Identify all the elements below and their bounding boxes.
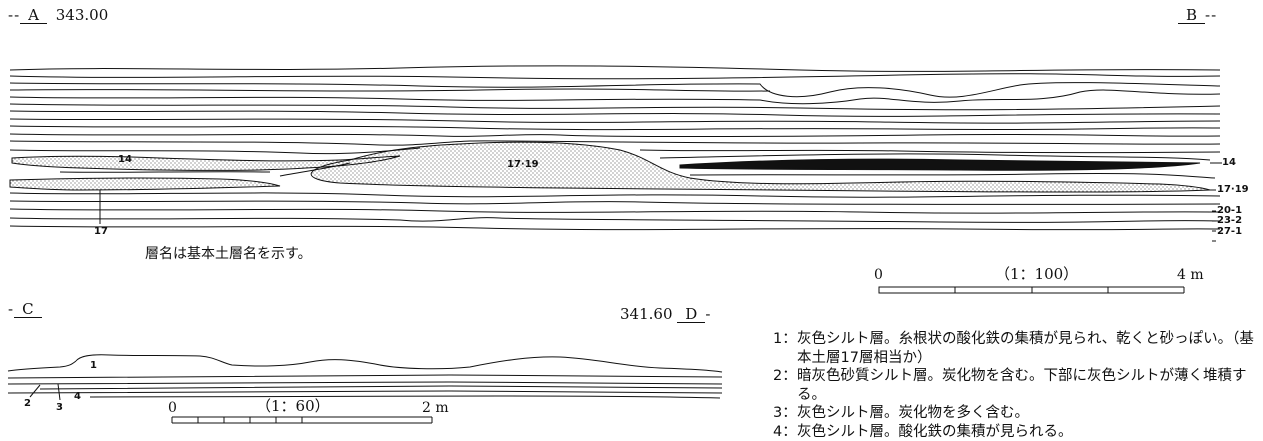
ab-layer-line <box>9 88 771 92</box>
label-c: -C <box>8 300 42 318</box>
cd-scale-zero: 0 <box>168 400 177 416</box>
ab-layer-line <box>9 65 1221 72</box>
cd-layer-line <box>7 390 723 394</box>
ab-layer-line <box>9 140 1221 146</box>
layer-label-17: 17 <box>94 226 108 237</box>
ab-layer-14-right <box>679 158 1201 171</box>
ab-layer-line <box>9 73 1221 80</box>
ab-layer-line <box>9 200 1221 205</box>
ab-layer-line <box>9 110 1221 117</box>
legend-text: 灰色シルト層。酸化鉄の集積が見られる。 <box>797 423 1073 440</box>
ab-layer-line <box>9 118 1221 124</box>
legend-text: 暗灰色砂質シルト層。炭化物を含む。下部に灰色シルトが薄く堆積する。 <box>797 368 1247 403</box>
cd-layer-line <box>39 385 723 390</box>
layer-label-23-2: 23-2 <box>1217 215 1243 226</box>
cd-scale-bar <box>171 416 433 424</box>
cd-scale-end: 2 m <box>422 400 449 416</box>
ab-layer-line <box>9 208 1221 214</box>
ab-scale-zero: 0 <box>874 267 883 283</box>
ab-layer-line <box>9 133 1221 137</box>
ab-scale-bar <box>878 286 1185 294</box>
elevation-ab: 343.00 <box>55 6 109 24</box>
ab-scale-ratio: （1：100） <box>995 265 1079 283</box>
ab-layer-line <box>9 103 1221 111</box>
legend-num: 1： <box>773 331 797 347</box>
legend-item-2: 2：暗灰色砂質シルト層。炭化物を含む。下部に灰色シルトが薄く堆積する。 <box>773 367 1263 404</box>
label-a-text: A <box>20 8 47 24</box>
legend-text: 灰色シルト層。炭化物を多く含む。 <box>797 405 1029 421</box>
legend-item-4: 4：灰色シルト層。酸化鉄の集積が見られる。 <box>773 423 1263 441</box>
ab-layer-line <box>9 147 421 155</box>
cd-layer-line <box>7 374 723 379</box>
ab-layer-14-left <box>11 155 401 171</box>
ab-layer-line <box>59 171 271 173</box>
layer-label-27-1: 27-1 <box>1217 226 1243 237</box>
cd-layer-line <box>89 395 721 399</box>
ab-layer-17-19 <box>310 141 1211 193</box>
ab-scale-end: 4 m <box>1177 267 1204 283</box>
cd-layer-label-1: 1 <box>90 360 97 371</box>
ab-layer-17 <box>9 177 281 191</box>
ab-layer-line <box>9 217 1221 223</box>
label-b-text: B <box>1178 8 1206 24</box>
layer-label-17-19-right: 17·19 <box>1217 184 1249 195</box>
layer-label-14-right: 14 <box>1222 157 1236 168</box>
legend-item-1: 1：灰色シルト層。糸根状の酸化鉄の集積が見られ、乾くと砂っぽい。（基本土層17層… <box>773 330 1263 367</box>
legend-num: 3： <box>773 405 797 421</box>
label-a: --A 343.00 <box>8 6 109 24</box>
cd-leader-3 <box>57 383 61 401</box>
label-d-text: D <box>677 307 706 323</box>
legend-num: 2： <box>773 368 797 384</box>
label-d: 341.60 D- <box>620 305 712 323</box>
cd-layer-line <box>7 360 77 372</box>
cd-layer-line <box>7 381 723 385</box>
legend-item-3: 3：灰色シルト層。炭化物を多く含む。 <box>773 404 1263 423</box>
cd-leader-2 <box>29 384 41 398</box>
layer-label-14-left: 14 <box>118 154 132 165</box>
ab-layer-line <box>689 172 1216 179</box>
ab-layer-line <box>9 192 1221 198</box>
cd-scale-ratio: （1：60） <box>256 397 330 415</box>
label-b: B-- <box>1178 6 1217 24</box>
elevation-cd: 341.60 <box>620 305 673 323</box>
ab-layer-line <box>9 82 1221 98</box>
ab-layer-line <box>659 153 1211 161</box>
legend-text: 灰色シルト層。糸根状の酸化鉄の集積が見られ、乾くと砂っぽい。（基本土層17層相当… <box>797 331 1254 366</box>
layer-label-17-19-center: 17·19 <box>507 159 539 170</box>
ab-layer-line <box>279 162 351 177</box>
ab-layer-line <box>9 225 1221 231</box>
cd-layer-label-4: 4 <box>74 391 81 402</box>
cd-layer-label-3: 3 <box>56 402 63 413</box>
cd-layer-line <box>75 354 723 373</box>
cd-layer-label-2: 2 <box>24 398 31 409</box>
legend-num: 4： <box>773 423 797 440</box>
legend: 1：灰色シルト層。糸根状の酸化鉄の集積が見られ、乾くと砂っぽい。（基本土層17層… <box>773 330 1263 441</box>
ab-layer-line <box>9 89 1221 105</box>
ab-layer-line <box>639 149 1221 154</box>
ab-layer-line <box>9 125 1221 131</box>
layer-note: 層名は基本土層名を示す。 <box>145 246 312 262</box>
layer-label-20-1: 20-1 <box>1217 205 1243 216</box>
label-c-text: C <box>14 302 42 318</box>
